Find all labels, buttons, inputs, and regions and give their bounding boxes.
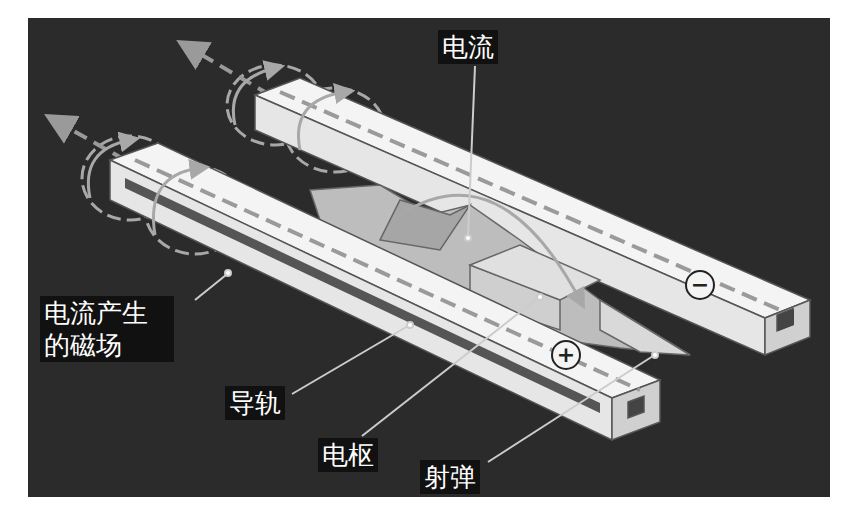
part-label: 导轨 <box>225 386 285 420</box>
current-path <box>135 160 640 390</box>
lower-rail <box>110 143 660 440</box>
polarity-sign: − <box>688 273 712 297</box>
upper-rail <box>255 78 810 355</box>
dark-ground <box>28 18 830 497</box>
leader-lines <box>195 66 658 462</box>
part-label: 电流产生 的磁场 <box>40 296 174 362</box>
polarity-sign: + <box>554 343 578 367</box>
part-label: 射弹 <box>420 460 480 494</box>
part-label: 电流 <box>438 30 498 64</box>
magnetic-field-loops <box>88 68 345 235</box>
rail-end-hole <box>778 309 794 331</box>
current-arrow <box>58 122 125 160</box>
part-label: 电枢 <box>318 438 378 472</box>
polarity-circle <box>686 271 714 299</box>
polarity-circle <box>552 341 580 369</box>
current-arrow <box>190 48 270 95</box>
